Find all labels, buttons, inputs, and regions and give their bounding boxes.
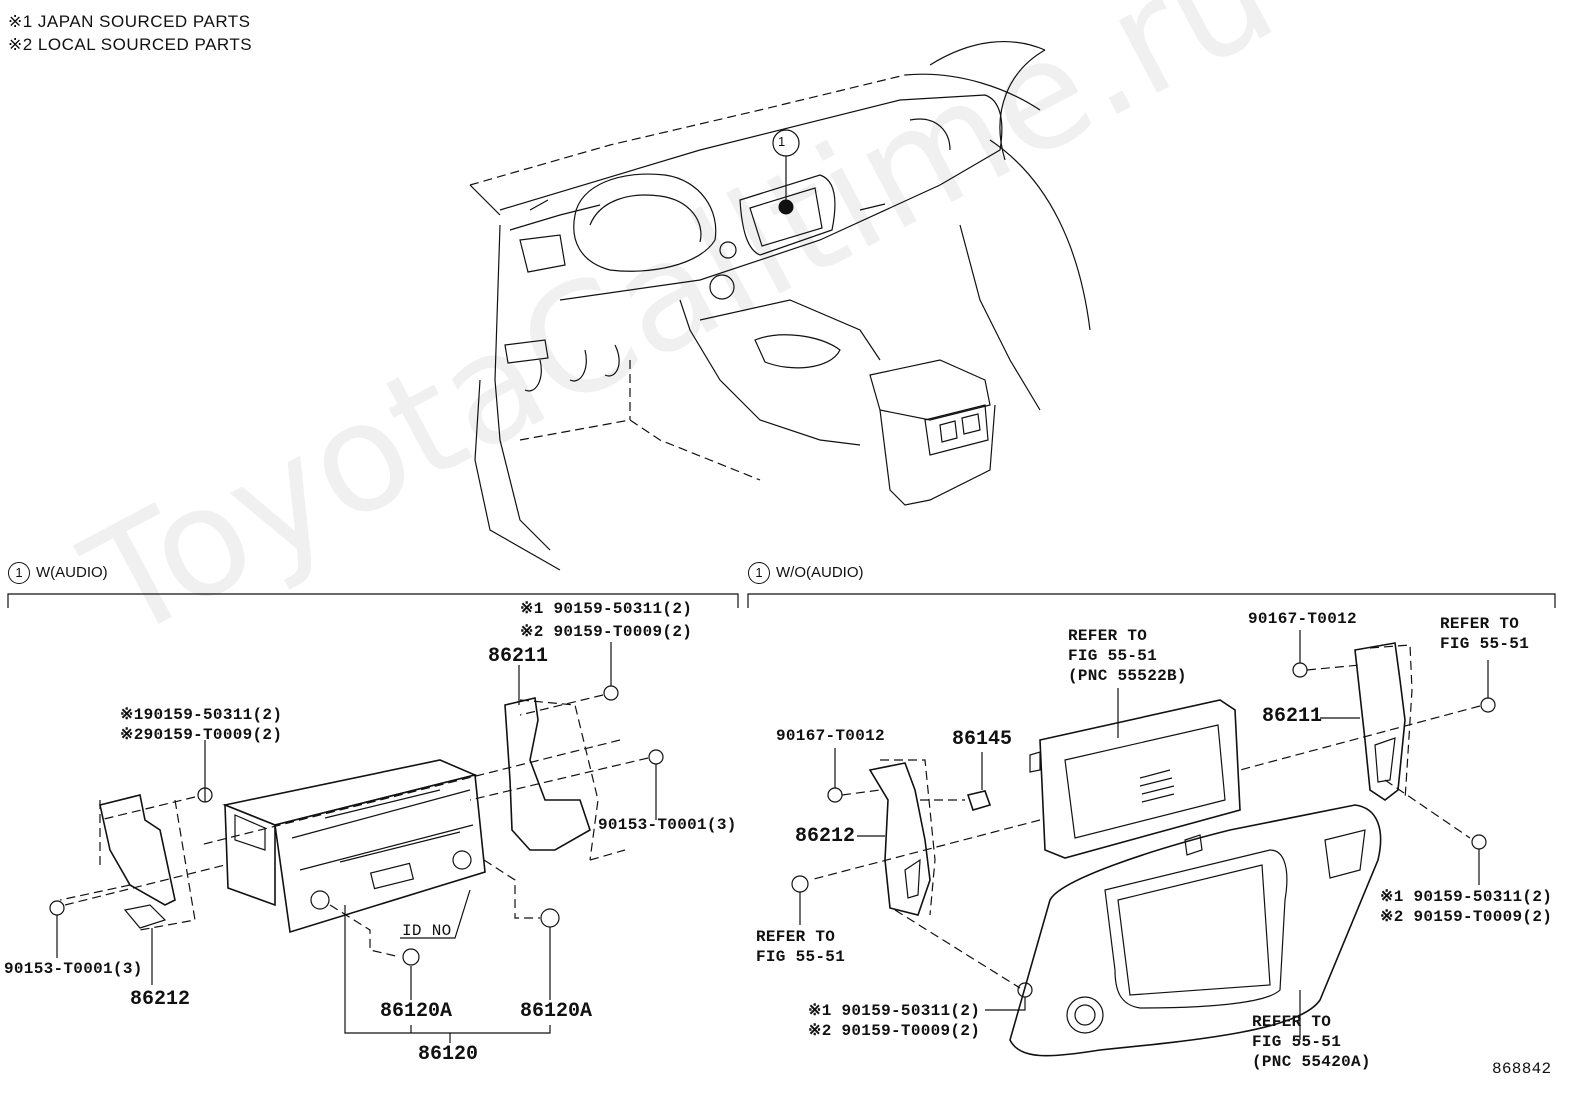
- label-screw-bottom-japan: ※1 90159-50311(2): [808, 1002, 981, 1020]
- label-screw-top-japan: ※1 90159-50311(2): [520, 600, 693, 618]
- note-local-sourced: ※2 LOCAL SOURCED PARTS: [8, 35, 253, 54]
- section-marker: 1: [748, 562, 770, 584]
- label-id-no: ID NO: [402, 922, 452, 940]
- label-knob-left: 86120A: [380, 1000, 453, 1023]
- display-grid-dots: [1139, 769, 1175, 803]
- section-label: W(AUDIO): [36, 564, 108, 581]
- no-audio-assembly: [791, 630, 1496, 1057]
- label-refer-left-1: REFER TO: [756, 928, 836, 946]
- label-screw-top-local: ※2 90159-T0009(2): [520, 623, 693, 641]
- label-refer-top-right-2: FIG 55-51: [1440, 635, 1530, 653]
- dashboard-illustration: [469, 41, 1091, 571]
- label-knob-right: 86120A: [520, 1000, 593, 1023]
- label-part-86145: 86145: [952, 728, 1013, 751]
- section-title-wo-audio: 1 W/O(AUDIO): [748, 562, 864, 584]
- label-bracket-86211: 86211: [488, 645, 549, 668]
- label-screw-left-local: ※290159-T0009(2): [120, 726, 283, 744]
- section-label: W/O(AUDIO): [776, 564, 864, 581]
- label-bolt-right: 90153-T0001(3): [598, 816, 737, 834]
- label-screw-left-right: 90167-T0012: [776, 727, 885, 745]
- dashboard-callout-number: 1: [778, 134, 786, 149]
- label-refer-display-1: REFER TO: [1068, 627, 1148, 645]
- label-screw-right-local: ※2 90159-T0009(2): [1380, 908, 1553, 926]
- label-refer-display-2: FIG 55-51: [1068, 647, 1158, 665]
- label-bracket-86212: 86212: [130, 988, 191, 1011]
- section-marker: 1: [8, 562, 30, 584]
- label-refer-panel-3: (PNC 55420A): [1252, 1053, 1371, 1071]
- label-radio-86120: 86120: [418, 1043, 479, 1066]
- label-refer-panel-1: REFER TO: [1252, 1013, 1332, 1031]
- label-refer-left-2: FIG 55-51: [756, 948, 846, 966]
- label-screw-left-japan: ※190159-50311(2): [120, 706, 283, 724]
- label-bracket-86211-right: 86211: [1262, 705, 1323, 728]
- audio-unit-assembly: [49, 642, 664, 1043]
- diagram-id: 868842: [1492, 1060, 1552, 1078]
- label-bolt-left: 90153-T0001(3): [4, 960, 143, 978]
- label-refer-panel-2: FIG 55-51: [1252, 1033, 1342, 1051]
- section-brackets: [7, 593, 1556, 608]
- note-japan-sourced: ※1 JAPAN SOURCED PARTS: [8, 12, 251, 31]
- label-bracket-86212-right: 86212: [795, 825, 856, 848]
- label-screw-bottom-local: ※2 90159-T0009(2): [808, 1022, 981, 1040]
- label-refer-top-right-1: REFER TO: [1440, 615, 1520, 633]
- section-title-w-audio: 1 W(AUDIO): [8, 562, 108, 584]
- label-screw-right-japan: ※1 90159-50311(2): [1380, 888, 1553, 906]
- label-screw-top-right: 90167-T0012: [1248, 610, 1357, 628]
- label-refer-display-3: (PNC 55522B): [1068, 667, 1187, 685]
